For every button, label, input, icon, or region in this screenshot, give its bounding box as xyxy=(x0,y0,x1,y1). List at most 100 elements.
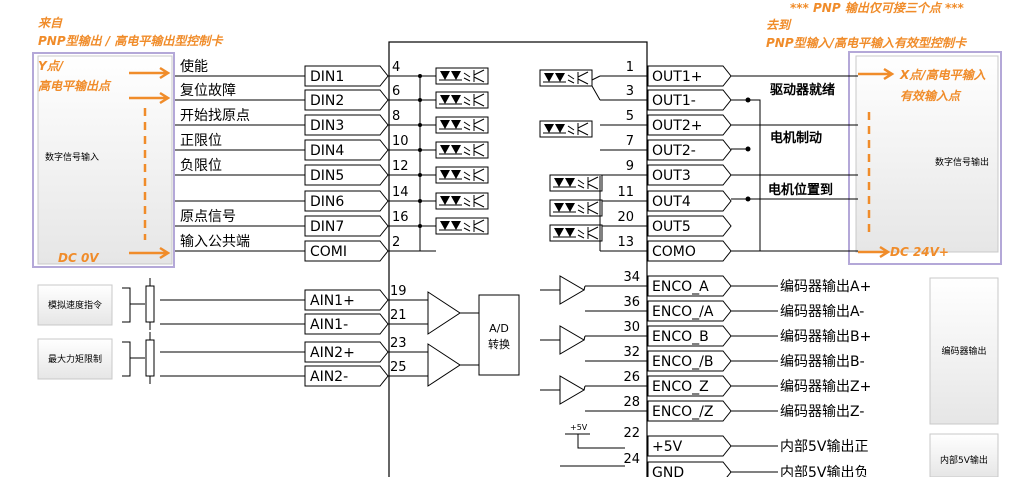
analog-speed-label: 模拟速度指令 xyxy=(48,299,102,311)
analog-speed-box xyxy=(37,284,113,326)
power-pin-tag xyxy=(647,461,732,477)
output-pin-tag xyxy=(647,89,732,111)
output-pin-number: 11 xyxy=(617,185,634,200)
input-pin-name: DIN5 xyxy=(310,168,344,184)
input-signal-label: 复位故障 xyxy=(180,82,236,99)
max-torque-label: 最大力矩限制 xyxy=(48,353,102,365)
input-pin-number: 4 xyxy=(392,60,400,75)
input-pin-number: 16 xyxy=(392,210,409,225)
optocoupler-icon xyxy=(435,141,489,159)
arrow-comi-icon xyxy=(129,246,171,260)
encoder-signal-label: 编码器输出Z+ xyxy=(780,379,871,395)
analog-pin-tag xyxy=(304,341,389,363)
adc-label-1: A/D xyxy=(489,322,509,335)
output-pin-tag xyxy=(647,65,732,87)
optocoupler-icon xyxy=(435,91,489,109)
power-pin-name: GND xyxy=(652,465,684,477)
encoder-pin-name: ENCO_/A xyxy=(652,304,714,320)
line-driver-icon xyxy=(559,375,585,405)
input-pin-tag xyxy=(304,190,389,212)
input-signal-label: 使能 xyxy=(180,58,208,75)
encoder-pin-tag xyxy=(647,375,732,397)
output-pin-name: OUT1+ xyxy=(652,69,702,85)
input-pin-tag xyxy=(304,215,389,237)
output-pin-name: OUT5 xyxy=(652,219,691,235)
internal-5v-box xyxy=(929,433,999,477)
left-dc-label: DC 0V xyxy=(58,251,100,265)
input-section: 使能DIN14复位故障DIN26开始找原点DIN38正限位DIN410负限位DI… xyxy=(175,58,489,262)
encoder-pin-tag xyxy=(647,300,732,322)
power-pin-number: 22 xyxy=(623,426,640,441)
output-pin-tag xyxy=(647,215,732,237)
plus5v-label: +5V xyxy=(570,423,588,432)
analog-pin-name: AIN2- xyxy=(310,369,348,385)
arrow-din1-icon xyxy=(129,66,171,80)
digital-output-label: 数字信号输出 xyxy=(935,156,989,168)
analog-pin-tag xyxy=(304,365,389,387)
analog-pin-name: AIN1- xyxy=(310,317,348,333)
input-pin-name: DIN2 xyxy=(310,93,344,109)
optocoupler-out4-icon xyxy=(549,199,603,217)
left-y-label-2: 高电平输出点 xyxy=(38,79,112,93)
digital-input-box xyxy=(37,55,173,265)
input-signal-label: 输入公共端 xyxy=(180,234,250,250)
left-highlight-frame xyxy=(32,52,175,268)
output-pin-tag xyxy=(647,139,732,161)
encoder-pin-name: ENCO_/B xyxy=(652,354,713,370)
output-pin-number: 20 xyxy=(617,210,634,225)
opamp-icon xyxy=(427,343,461,387)
output-pin-name: COMO xyxy=(652,244,696,260)
analog-pin-number: 19 xyxy=(390,284,407,299)
input-row: 使能 DIN1 4 xyxy=(175,58,489,87)
power-pin-name: +5V xyxy=(652,439,683,455)
input-pin-number: 12 xyxy=(392,159,409,174)
analog-row: AIN1+19 xyxy=(160,284,428,311)
encoder-signal-label: 编码器输出B+ xyxy=(780,329,871,345)
input-pin-tag xyxy=(304,164,389,186)
input-pin-name: COMI xyxy=(310,244,347,260)
encoder-signal-label: 编码器输出Z- xyxy=(780,404,864,420)
input-pin-name: DIN1 xyxy=(310,69,344,85)
adc-label-2: 转换 xyxy=(488,337,510,351)
output-pin-tag xyxy=(647,240,732,262)
left-y-label: Y点/ xyxy=(38,59,65,73)
right-dc-label: DC 24V+ xyxy=(890,245,949,259)
output-section: 1OUT1+3OUT1-5OUT2+7OUT2-9OUT311OUT420OUT… xyxy=(539,60,858,262)
encoder-pin-tag xyxy=(647,275,732,297)
encoder-pin-name: ENCO_Z xyxy=(652,379,709,395)
power-signal-label: 内部5V输出正 xyxy=(780,439,868,455)
output-pin-name: OUT4 xyxy=(652,194,691,210)
output-pin-tag xyxy=(647,190,732,212)
power-pin-number: 24 xyxy=(623,452,640,467)
analog-pin-name: AIN2+ xyxy=(310,345,355,361)
right-x-label: X点/高电平输入 xyxy=(899,68,986,82)
optocoupler-out5-icon xyxy=(549,224,603,242)
arrow-din2-icon xyxy=(129,91,171,105)
input-pin-number: 6 xyxy=(392,84,400,99)
encoder-pin-number: 36 xyxy=(623,295,640,310)
optocoupler-icon xyxy=(435,192,489,210)
optocoupler-icon xyxy=(435,67,489,85)
right-title-2: PNP型输入/高电平输入有效型控制卡 xyxy=(766,36,968,50)
encoder-pin-name: ENCO_A xyxy=(652,279,709,295)
label-motor-brake: 电机制动 xyxy=(770,130,822,146)
output-pin-tag xyxy=(647,114,732,136)
arrow-out-x-icon xyxy=(858,67,895,81)
output-pin-name: OUT3 xyxy=(652,168,691,184)
encoder-signal-label: 编码器输出B- xyxy=(780,354,865,370)
encoder-pin-number: 28 xyxy=(623,395,640,410)
input-pin-name: DIN4 xyxy=(310,143,344,159)
input-pin-number: 8 xyxy=(392,109,400,124)
optocoupler-icon xyxy=(435,166,489,184)
input-pin-tag xyxy=(304,89,389,111)
